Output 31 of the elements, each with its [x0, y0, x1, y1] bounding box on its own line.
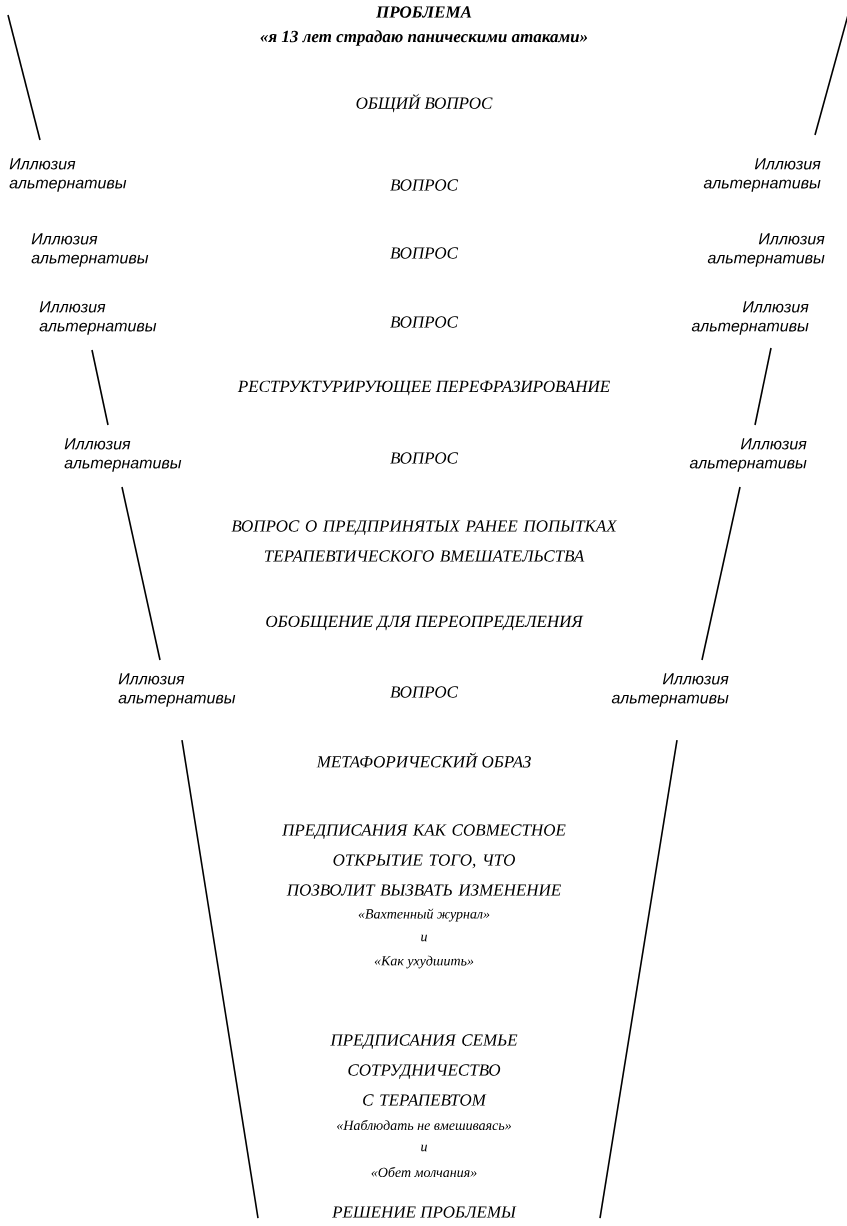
example-label: «Наблюдать не вмешиваясь»	[337, 1119, 511, 1131]
step-label: РЕСТРУКТУРИРУЮЩЕЕ ПЕРЕФРАЗИРОВАНИЕ	[237, 380, 610, 396]
example-label: и	[421, 1144, 427, 1152]
side-label: Иллюзия альтернативы	[703, 158, 821, 192]
example-label: «Как ухудшить»	[374, 955, 474, 969]
example-label: и	[421, 934, 427, 942]
side-label: Иллюзия альтернативы	[64, 438, 182, 472]
step-label: ОБЩИЙ ВОПРОС	[356, 93, 493, 113]
step-label: ПРЕДПИСАНИЯ КАК СОВМЕСТНОЕ ОТКРЫТИЕ ТОГО, ЧТО ПОЗВОЛИТ ВЫЗВАТЬ ИЗМЕНЕНИЕ	[281, 824, 566, 896]
example-label: «Вахтенный журнал»	[358, 908, 490, 922]
side-label: Иллюзия альтернативы	[9, 158, 127, 192]
side-label: Иллюзия альтернативы	[611, 673, 729, 707]
side-label: Иллюзия альтернативы	[691, 301, 809, 335]
step-label: ПРЕДПИСАНИЯ СЕМЬЕ СОТРУДНИЧЕСТВО С ТЕРАПЕВТОМ	[330, 1034, 518, 1106]
problem-heading: «я 13 лет страдаю паническими атаками»	[260, 30, 588, 46]
step-label: ВОПРОС	[390, 452, 459, 464]
step-label: ВОПРОС	[390, 179, 459, 191]
step-label: ВОПРОС	[390, 316, 459, 328]
example-label: «Обет молчания»	[371, 1166, 477, 1178]
step-label: ВОПРОС	[390, 686, 459, 698]
step-label: ВОПРОС О ПРЕДПРИНЯТЫХ РАНЕЕ ПОПЫТКАХ ТЕРАПЕВТИЧЕСКОГО ВМЕШАТЕЛЬСТВА	[231, 520, 618, 562]
step-label: РЕШЕНИЕ ПРОБЛЕМЫ	[332, 1206, 517, 1218]
side-label: Иллюзия альтернативы	[118, 673, 236, 707]
problem-heading: ПРОБЛЕМА	[375, 6, 472, 18]
side-label: Иллюзия альтернативы	[689, 438, 807, 472]
side-label: Иллюзия альтернативы	[39, 301, 157, 335]
step-label: МЕТАФОРИЧЕСКИЙ ОБРАЗ	[316, 752, 531, 768]
step-label: ВОПРОС	[390, 247, 459, 259]
side-label: Иллюзия альтернативы	[707, 233, 825, 267]
step-label: ОБОБЩЕНИЕ ДЛЯ ПЕРЕОПРЕДЕЛЕНИЯ	[266, 615, 584, 631]
side-label: Иллюзия альтернативы	[31, 233, 149, 267]
